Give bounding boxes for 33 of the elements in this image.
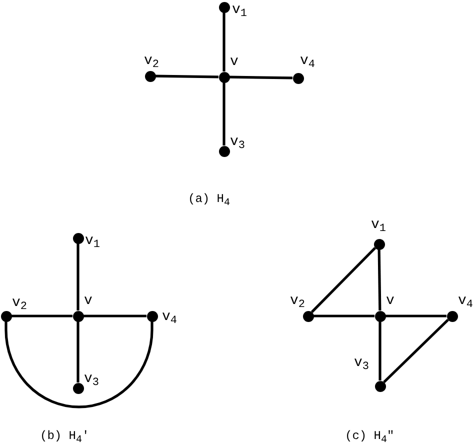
vertex-label: v$_{3}$ [354,356,370,370]
vertex-label: v$_{2}$ [12,296,28,310]
graph-edge [4,322,154,408]
graph-edge [84,314,146,318]
vertex-label: v$_{4}$ [300,54,316,68]
vertex-label: v$_{4}$ [162,310,178,324]
graph-edge [378,322,382,380]
graph-edge [386,314,446,318]
graph-edge [229,76,293,80]
figure-caption: (a) H$_{4}$ [188,193,230,205]
vertex-label: v$_{4}$ [458,294,474,308]
graph-edge [12,314,72,318]
vertex-label: v$_{1}$ [232,3,248,17]
graph-edge [155,74,219,78]
vertex-label: v$_{3}$ [84,372,100,386]
vertex-label: v [84,294,92,308]
vertex-label: v [230,55,238,69]
graph-edge [222,82,226,146]
vertex-label: v$_{1}$ [85,234,100,248]
graph-edge [310,247,376,313]
graph-edge [222,12,226,72]
graph-edge [378,249,382,311]
vertex-label: v$_{1}$ [371,218,386,232]
vertex-label: v$_{2}$ [144,54,160,68]
vertex-label: v [386,294,394,308]
graph-edge [76,322,80,382]
vertex-label: v$_{3}$ [230,135,246,149]
vertex-label: v$_{2}$ [290,294,306,308]
figure-caption: (c) H$_{4}$" [345,430,394,442]
figure-caption: (b) H$_{4}$' [40,430,90,442]
graph-edge [314,314,374,318]
graph-edge [76,244,80,310]
graph-edge [383,318,449,384]
